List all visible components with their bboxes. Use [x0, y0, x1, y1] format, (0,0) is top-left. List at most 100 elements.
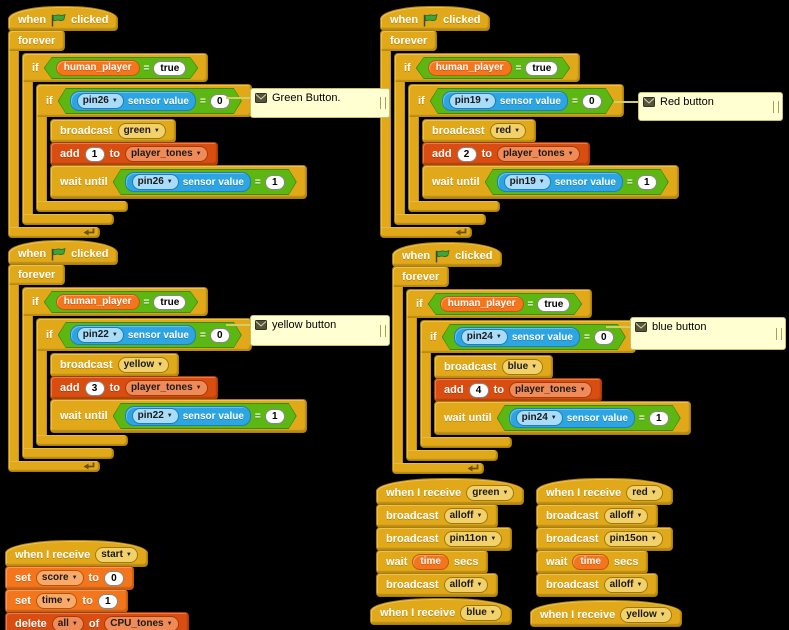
variable-reporter[interactable]: time	[572, 554, 609, 570]
dropdown-pin26[interactable]: pin26▼	[132, 174, 179, 190]
value-input[interactable]: 0	[594, 330, 614, 345]
dropdown-pin22[interactable]: pin22▼	[77, 327, 124, 343]
value-input[interactable]: 1	[265, 409, 285, 424]
dropdown-pin24[interactable]: pin24▼	[516, 410, 563, 426]
variable-reporter[interactable]: human_player	[56, 294, 140, 310]
dropdown-pin15on[interactable]: pin15on▼	[603, 531, 663, 547]
comment-resize-handle[interactable]	[380, 97, 386, 109]
value-input[interactable]: 3	[84, 380, 105, 396]
sensor-value-block[interactable]: pin22▼sensor value	[125, 406, 251, 426]
comment-resize-handle[interactable]	[776, 327, 782, 340]
operator-equals-block[interactable]: pin26▼sensor value=1	[113, 169, 297, 195]
operator-equals-block[interactable]: human_player=true	[428, 293, 583, 315]
value-input[interactable]: 0	[582, 94, 602, 109]
block-forever-head[interactable]: forever	[392, 266, 450, 287]
variable-reporter[interactable]: time	[412, 554, 449, 570]
dropdown-yellow[interactable]: yellow▼	[620, 607, 672, 623]
dropdown-time[interactable]: time▼	[35, 593, 78, 609]
dropdown-yellow[interactable]: yellow▼	[117, 357, 170, 373]
operator-equals-block[interactable]: pin22▼sensor value=1	[113, 403, 297, 429]
block-forever-head[interactable]: forever	[8, 30, 66, 51]
value-input[interactable]: 1	[637, 175, 657, 190]
comment-collapse-icon[interactable]	[255, 320, 267, 330]
block-forever-head[interactable]: forever	[8, 264, 66, 285]
script-comment[interactable]: Red button	[638, 92, 783, 121]
value-input[interactable]: 4	[468, 382, 489, 398]
value-input[interactable]: 1	[97, 593, 118, 609]
dropdown-pin22[interactable]: pin22▼	[132, 408, 179, 424]
value-input[interactable]: true	[153, 61, 186, 76]
operator-equals-block[interactable]: human_player=true	[44, 57, 199, 79]
script-comment[interactable]: blue button	[630, 317, 786, 350]
sensor-value-block[interactable]: pin26▼sensor value	[125, 172, 251, 192]
operator-equals-block[interactable]: pin19▼sensor value=1	[485, 169, 669, 195]
sensor-value-block[interactable]: pin19▼sensor value	[442, 91, 568, 111]
script-comment[interactable]: Green Button.	[250, 88, 390, 118]
dropdown-score[interactable]: score▼	[35, 570, 84, 586]
comment-collapse-icon[interactable]	[255, 93, 267, 103]
value-input[interactable]: true	[525, 61, 558, 76]
value-input[interactable]: 1	[649, 411, 669, 426]
dropdown-alloff[interactable]: alloff▼	[443, 508, 489, 524]
value-input[interactable]: 1	[84, 146, 105, 162]
comment-resize-handle[interactable]	[380, 324, 386, 337]
comment-resize-handle[interactable]	[773, 100, 779, 113]
dropdown-alloff[interactable]: alloff▼	[603, 508, 649, 524]
dropdown-pin26[interactable]: pin26▼	[77, 93, 124, 109]
dropdown-red[interactable]: red▼	[626, 485, 663, 501]
sensor-value-block[interactable]: pin19▼sensor value	[497, 172, 623, 192]
dropdown-blue[interactable]: blue▼	[460, 605, 502, 621]
operator-equals-block[interactable]: human_player=true	[44, 291, 199, 313]
dropdown-blue[interactable]: blue▼	[501, 359, 544, 375]
dropdown-player_tones[interactable]: player_tones▼	[508, 382, 592, 398]
dropdown-player_tones[interactable]: player_tones▼	[124, 380, 208, 396]
dropdown-green[interactable]: green▼	[466, 485, 515, 501]
dropdown-pin19[interactable]: pin19▼	[449, 93, 496, 109]
dropdown-pin19[interactable]: pin19▼	[504, 174, 551, 190]
dropdown-player_tones[interactable]: player_tones▼	[496, 146, 580, 162]
operator-equals-block[interactable]: pin24▼sensor value=1	[497, 405, 681, 431]
sensor-value-block[interactable]: pin26▼sensor value	[70, 91, 196, 111]
operator-equals-block[interactable]: pin24▼sensor value=0	[442, 324, 626, 350]
dropdown-pin11on[interactable]: pin11on▼	[443, 531, 503, 547]
operator-equals-block[interactable]: human_player=true	[416, 57, 571, 79]
operator-equals-block[interactable]: pin26▼sensor value=0	[58, 88, 242, 114]
value-input[interactable]: 0	[210, 94, 230, 109]
dropdown-red[interactable]: red▼	[489, 123, 527, 139]
value-input[interactable]: true	[153, 295, 186, 310]
value-input[interactable]: 0	[210, 328, 230, 343]
dropdown-green[interactable]: green▼	[117, 123, 166, 139]
dropdown-pin24[interactable]: pin24▼	[461, 329, 508, 345]
